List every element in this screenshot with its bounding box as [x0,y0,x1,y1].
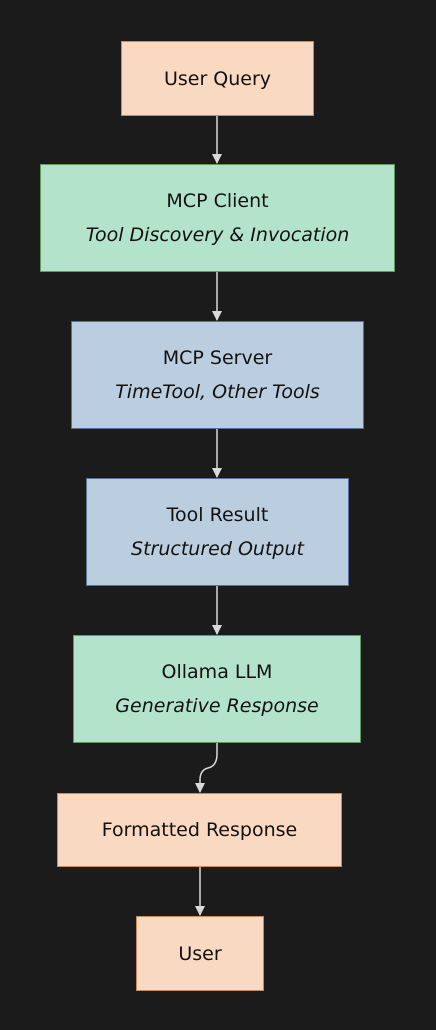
node-title: User [178,942,222,965]
node-mcp-client: MCP Client Tool Discovery & Invocation [40,164,395,272]
node-ollama-llm: Ollama LLM Generative Response [73,635,361,743]
node-title: Formatted Response [101,819,298,841]
node-title: Tool Result [166,504,269,526]
node-subtitle: Generative Response [115,695,319,717]
node-title: User Query [163,67,272,90]
node-formatted-response: Formatted Response [57,793,342,867]
node-title: MCP Client [166,190,269,212]
node-subtitle: Tool Discovery & Invocation [85,224,350,246]
node-mcp-server: MCP Server TimeTool, Other Tools [71,321,364,429]
node-subtitle: Structured Output [131,538,304,560]
node-subtitle: TimeTool, Other Tools [115,381,320,403]
node-title: MCP Server [162,347,273,369]
node-user-query: User Query [121,41,314,116]
node-user: User [136,916,264,991]
edge-ollama-llm-to-formatted-response [195,743,218,793]
node-tool-result: Tool Result Structured Output [86,478,349,586]
node-title: Ollama LLM [161,661,273,683]
